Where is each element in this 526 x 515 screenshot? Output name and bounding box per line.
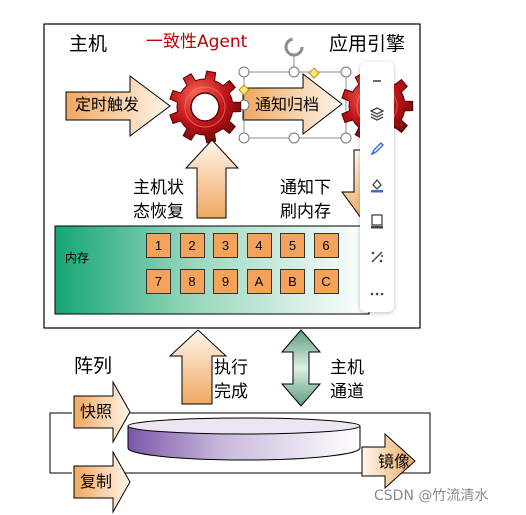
array-frame [49,412,72,474]
timer-label: 定时触发 [75,95,140,114]
rotate-handle-icon [284,37,304,57]
memory-label: 内存 [65,251,90,265]
close-icon[interactable] [364,68,390,94]
array-label: 阵列 [74,355,113,377]
snapshot-arrow [73,380,131,444]
notify-archive-label: 通知归档 [255,95,320,114]
memory-cell: 3 [213,233,238,258]
execute-done-arrow [168,329,228,405]
mirror-arrow [361,432,416,490]
memory-cell: B [280,269,305,294]
host-recover-label: 主机状 态恢复 [133,178,184,222]
layers-icon[interactable] [364,101,390,127]
memory-cell: 9 [213,269,238,294]
copy-arrow [73,450,131,514]
storage-disk [127,417,361,461]
execute-done-label: 执行 完成 [214,358,248,402]
snapshot-label: 快照 [80,402,113,421]
host-label: 主机 [69,33,108,55]
agent-label: 一致性Agent [146,32,248,52]
memory-cell: 4 [246,233,272,258]
gear-icon [169,70,242,144]
host-channel-arrow [280,329,322,407]
notify-flush-label: 通知下 刷内存 [280,178,331,222]
memory-cell: 8 [179,269,205,294]
memory-cell: C [313,269,339,294]
memory-cell: 2 [179,233,205,258]
host-recover-arrow [184,139,240,219]
pen-icon[interactable] [364,136,390,162]
memory-cell: 7 [146,269,171,294]
memory-cell: 6 [313,233,339,258]
notify-archive-arrow [242,72,343,136]
memory-cell: 5 [280,233,305,258]
crop-icon[interactable] [364,244,390,270]
frame-icon[interactable] [364,208,390,234]
more-icon[interactable] [364,280,390,306]
mirror-label: 镜像 [378,452,411,471]
host-box-frame [43,23,421,329]
fill-icon[interactable] [364,172,390,198]
selection-frame [238,37,352,144]
host-channel-label: 主机 通道 [330,358,364,402]
engine-label: 应用引擎 [329,33,406,55]
timer-trigger-arrow [65,75,171,137]
watermark: CSDN @竹流清水 [374,488,489,504]
copy-label: 复制 [80,472,113,491]
memory-cell: 1 [146,233,171,258]
memory-cell: A [246,269,272,294]
